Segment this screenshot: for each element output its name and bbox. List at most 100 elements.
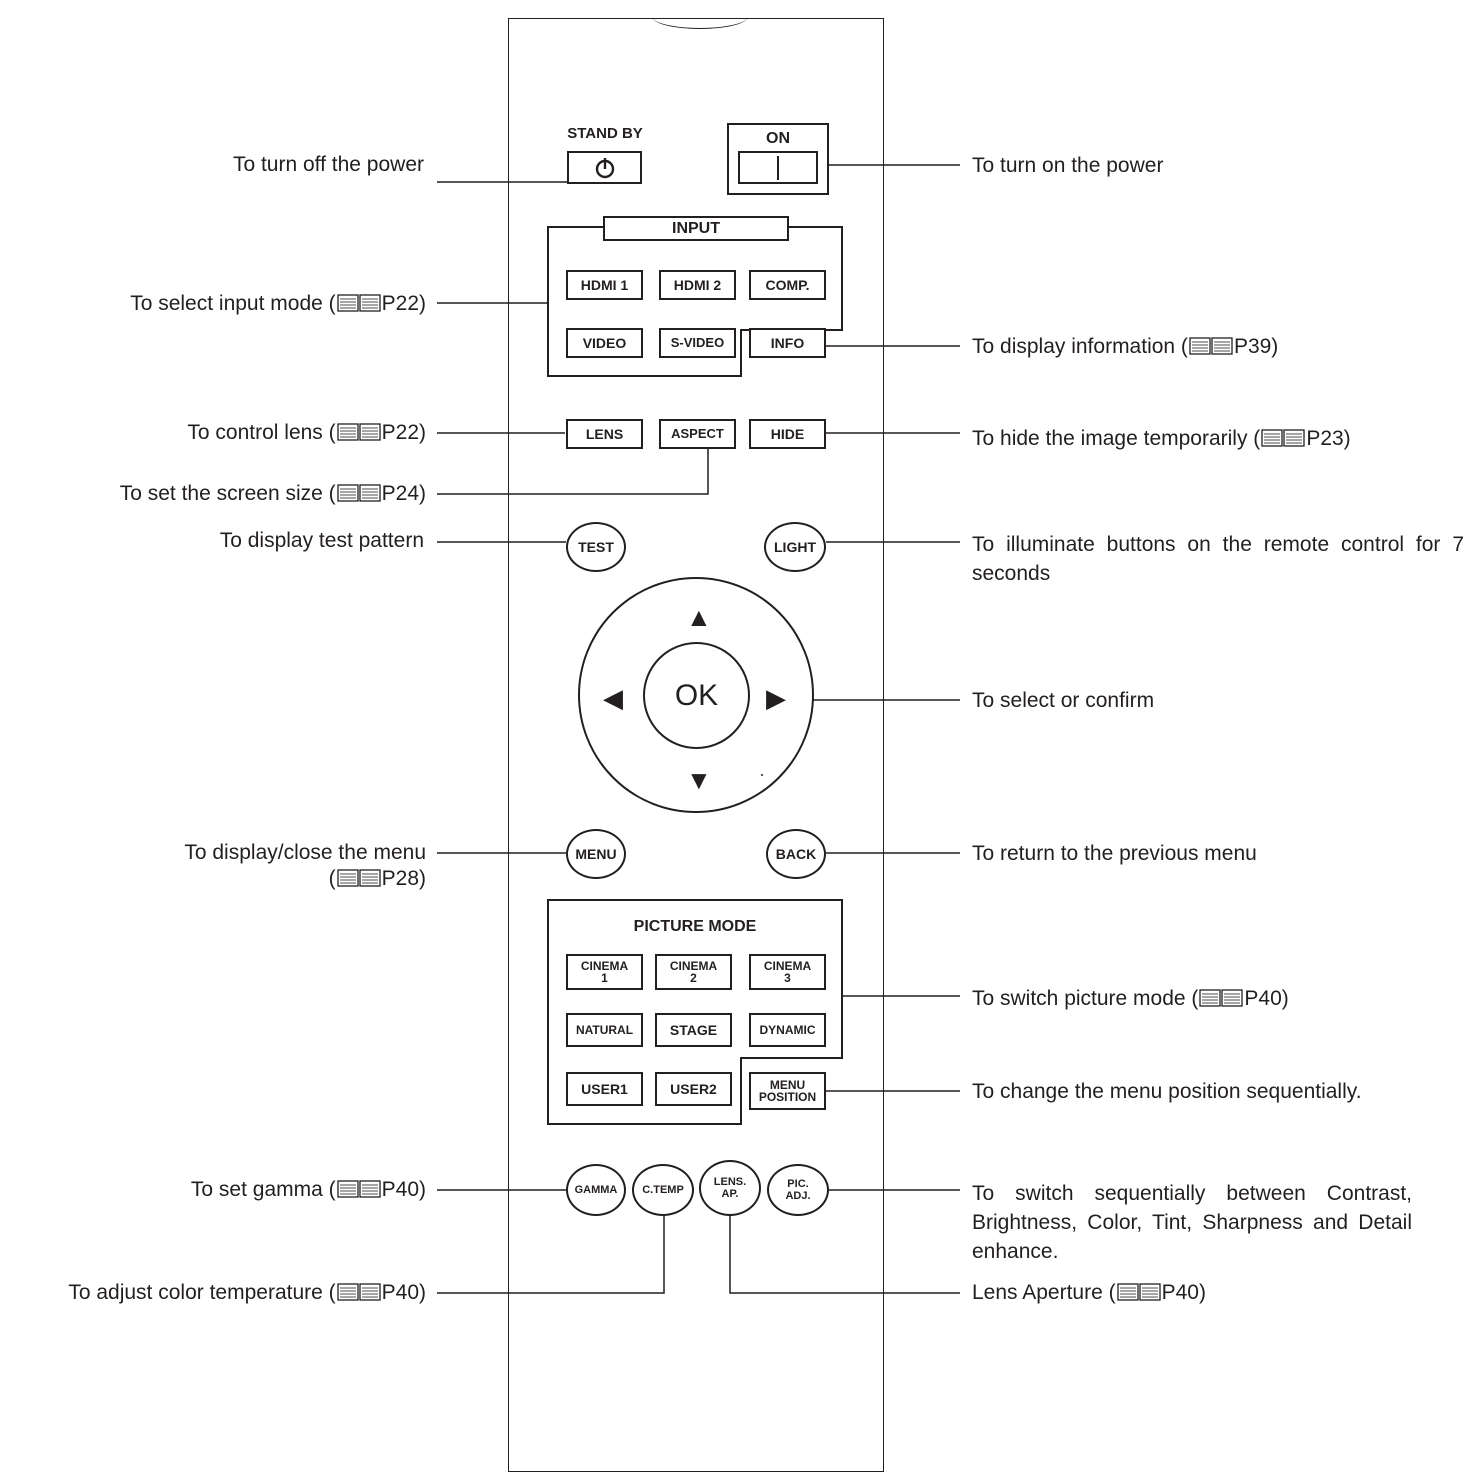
pic-adj-button[interactable]: PIC. ADJ. bbox=[767, 1164, 829, 1216]
lens-ap-line1: LENS. bbox=[713, 1176, 747, 1188]
input-caption: INPUT bbox=[603, 216, 789, 241]
natural-button[interactable]: NATURAL bbox=[566, 1013, 643, 1047]
info-button[interactable]: INFO bbox=[749, 328, 826, 358]
gamma-button[interactable]: GAMMA bbox=[566, 1164, 626, 1216]
c-temp-button[interactable]: C.TEMP bbox=[632, 1164, 694, 1216]
c-temp-callout-text: To adjust color temperature ( bbox=[68, 1281, 336, 1304]
cinema2-number: 2 bbox=[690, 971, 697, 985]
menu-position-line2: POSITION bbox=[758, 1090, 817, 1104]
on-bar-icon bbox=[777, 155, 779, 180]
lens-ap-callout-ref: P40) bbox=[1161, 1281, 1206, 1304]
hide-callout-ref: P23) bbox=[1306, 427, 1351, 450]
cinema3-number: 3 bbox=[784, 971, 791, 985]
user1-button[interactable]: USER1 bbox=[566, 1072, 643, 1106]
picture-mode-caption: PICTURE MODE bbox=[633, 918, 757, 935]
manual-book-icon bbox=[336, 484, 381, 502]
standby-caption: STAND BY bbox=[567, 125, 643, 142]
picture-mode-callout-text: To switch picture mode ( bbox=[972, 987, 1199, 1010]
hdmi1-button[interactable]: HDMI 1 bbox=[566, 270, 643, 300]
on-button[interactable] bbox=[738, 151, 818, 184]
video-button[interactable]: VIDEO bbox=[566, 328, 643, 358]
manual-book-icon bbox=[336, 869, 381, 887]
manual-book-icon bbox=[336, 294, 381, 312]
picture-mode-callout: To switch picture mode ( P40) bbox=[972, 986, 1289, 1011]
manual-book-icon bbox=[1116, 1283, 1161, 1301]
on-caption: ON bbox=[766, 130, 790, 147]
c-temp-callout: To adjust color temperature (P40) bbox=[68, 1280, 426, 1305]
s-video-button[interactable]: S-VIDEO bbox=[659, 328, 736, 358]
comp-button[interactable]: COMP. bbox=[749, 270, 826, 300]
aspect-button[interactable]: ASPECT bbox=[659, 419, 736, 449]
on-button-frame bbox=[727, 123, 829, 195]
cinema1-button[interactable]: CINEMA 1 bbox=[566, 954, 643, 990]
aspect-callout-ref: P24) bbox=[381, 482, 426, 505]
cinema1-label: CINEMA bbox=[580, 959, 629, 973]
up-arrow-button[interactable]: ▲ bbox=[686, 602, 712, 632]
ok-callout: To select or confirm bbox=[972, 689, 1155, 712]
info-callout-text: To display information ( bbox=[972, 335, 1188, 358]
hide-button[interactable]: HIDE bbox=[749, 419, 826, 449]
aspect-callout: To set the screen size ( P24) bbox=[120, 481, 426, 506]
manual-book-icon bbox=[1261, 429, 1305, 447]
test-callout: To display test pattern bbox=[219, 529, 424, 552]
lens-button[interactable]: LENS bbox=[566, 419, 643, 449]
cinema3-button[interactable]: CINEMA 3 bbox=[749, 954, 826, 990]
light-button[interactable]: LIGHT bbox=[764, 522, 826, 572]
cinema1-number: 1 bbox=[601, 971, 608, 985]
lens-ap-button[interactable]: LENS. AP. bbox=[699, 1160, 761, 1216]
on-callout: To turn on the power bbox=[972, 154, 1164, 177]
menu-position-callout: To change the menu position sequentially… bbox=[972, 1080, 1362, 1103]
menu-button[interactable]: MENU bbox=[566, 829, 626, 879]
cinema2-button[interactable]: CINEMA 2 bbox=[655, 954, 732, 990]
light-callout: To illuminate buttons on the remote cont… bbox=[972, 533, 1464, 585]
cinema3-label: CINEMA bbox=[763, 959, 812, 973]
info-callout: To display information ( P39) bbox=[972, 334, 1278, 359]
gamma-callout-text: To set gamma ( bbox=[190, 1178, 336, 1201]
hide-callout-text: To hide the image temporarily ( bbox=[972, 427, 1261, 450]
test-button[interactable]: TEST bbox=[566, 522, 626, 572]
power-icon bbox=[595, 157, 614, 178]
menu-callout-ref-line: ( P28) bbox=[184, 866, 426, 892]
picture-mode-callout-ref: P40) bbox=[1244, 987, 1289, 1010]
pic-adj-line2: ADJ. bbox=[785, 1190, 811, 1202]
cinema2-label: CINEMA bbox=[669, 959, 718, 973]
dynamic-button[interactable]: DYNAMIC bbox=[749, 1013, 826, 1047]
stage-button[interactable]: STAGE bbox=[655, 1013, 732, 1047]
down-arrow-button[interactable]: ▼ bbox=[686, 765, 712, 795]
lens-ap-callout: Lens Aperture ( P40) bbox=[972, 1280, 1206, 1305]
back-callout: To return to the previous menu bbox=[972, 842, 1257, 865]
standby-callout: To turn off the power bbox=[232, 153, 424, 176]
input-callout: To select input mode (P22) bbox=[130, 291, 426, 316]
manual-book-icon bbox=[336, 423, 381, 441]
hdmi2-button[interactable]: HDMI 2 bbox=[659, 270, 736, 300]
menu-callout-ref-prefix: ( bbox=[328, 867, 336, 890]
back-button[interactable]: BACK bbox=[766, 829, 826, 879]
right-arrow-button[interactable]: ▶ bbox=[766, 683, 786, 713]
standby-button[interactable] bbox=[567, 151, 642, 184]
pic-adj-line1: PIC. bbox=[787, 1178, 809, 1190]
manual-book-icon bbox=[1199, 989, 1244, 1007]
gamma-callout-ref: P40) bbox=[381, 1178, 426, 1201]
lens-callout-ref: P22) bbox=[381, 421, 426, 444]
menu-position-line1: MENU bbox=[769, 1078, 806, 1092]
hide-callout: To hide the image temporarily ( P23) bbox=[972, 426, 1351, 451]
lens-ap-line2: AP. bbox=[721, 1188, 739, 1200]
menu-position-button[interactable]: MENU POSITION bbox=[749, 1072, 826, 1110]
lens-callout-text: To control lens ( bbox=[187, 421, 336, 444]
aspect-callout-text: To set the screen size ( bbox=[119, 482, 336, 505]
user2-button[interactable]: USER2 bbox=[655, 1072, 732, 1106]
menu-callout-ref: P28) bbox=[381, 867, 426, 890]
ok-button[interactable]: OK bbox=[643, 642, 750, 749]
lens-ap-callout-text: Lens Aperture ( bbox=[972, 1281, 1116, 1304]
menu-callout: To display/close the menu (P28) bbox=[184, 840, 426, 892]
direction-pad bbox=[578, 577, 814, 813]
remote-body bbox=[508, 18, 884, 1472]
manual-book-icon bbox=[336, 1180, 381, 1198]
gamma-callout: To set gamma ( P40) bbox=[191, 1177, 426, 1202]
left-arrow-button[interactable]: ◀ bbox=[603, 683, 623, 713]
info-callout-ref: P39) bbox=[1233, 335, 1279, 358]
input-callout-text: To select input mode ( bbox=[130, 292, 336, 315]
lens-callout: To control lens ( P22) bbox=[187, 420, 426, 445]
manual-book-icon bbox=[1189, 337, 1233, 355]
